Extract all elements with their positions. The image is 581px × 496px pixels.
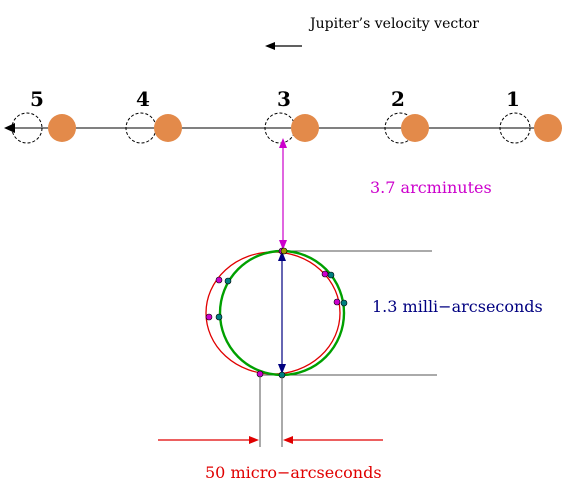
jupiter-disk: [401, 114, 429, 142]
dot-teal: [224, 277, 232, 285]
jupiter-disk: [291, 114, 319, 142]
instantaneous-deflection-circle: [205, 251, 341, 375]
dot-magenta: [205, 313, 213, 321]
dot-magenta: [321, 270, 329, 278]
separation-arrowhead-bottom: [279, 240, 287, 250]
position-number-label: 3: [277, 87, 291, 111]
position-number-label: 2: [391, 87, 405, 111]
jupiter-disk: [534, 114, 562, 142]
offset-label: 50 micro−arcseconds: [205, 463, 382, 482]
separation-label: 3.7 arcminutes: [370, 178, 492, 197]
position-number-label: 5: [30, 87, 44, 111]
jupiter-position-3: 3: [264, 87, 319, 144]
dot-teal: [215, 313, 223, 321]
ghost-position-circle: [264, 112, 296, 144]
position-number-label: 4: [136, 87, 150, 111]
jupiter-position-5: 5: [11, 87, 76, 144]
jupiter-position-1: 1: [499, 87, 562, 144]
velocity-vector-arrowhead: [265, 42, 275, 50]
position-number-label: 1: [506, 87, 520, 111]
dot-magenta: [215, 276, 223, 284]
jupiter-position-2: 2: [384, 87, 429, 144]
jupiter-path-arrowhead: [4, 123, 15, 133]
ghost-position-circle: [11, 112, 43, 144]
separation-arrowhead-top: [279, 138, 287, 148]
offset-arrowhead-right: [283, 436, 293, 444]
jupiter-disk: [48, 114, 76, 142]
offset-arrowhead-left: [249, 436, 259, 444]
jupiter-positions: 1 2 3 4 5: [11, 87, 562, 144]
circle-position-dots: [205, 247, 348, 379]
diameter-arrowhead-top: [278, 251, 286, 261]
deflection-diameter-label: 1.3 milli−arcseconds: [372, 297, 543, 316]
dot-olive: [280, 247, 288, 255]
jupiter-position-4: 4: [125, 87, 182, 144]
dot-magenta: [333, 298, 341, 306]
dot-teal: [340, 299, 348, 307]
diameter-arrowhead-bottom: [278, 364, 286, 374]
jupiter-disk: [154, 114, 182, 142]
ghost-position-circle: [499, 112, 531, 144]
velocity-vector-label: Jupiter’s velocity vector: [308, 16, 479, 32]
dot-teal: [327, 271, 335, 279]
